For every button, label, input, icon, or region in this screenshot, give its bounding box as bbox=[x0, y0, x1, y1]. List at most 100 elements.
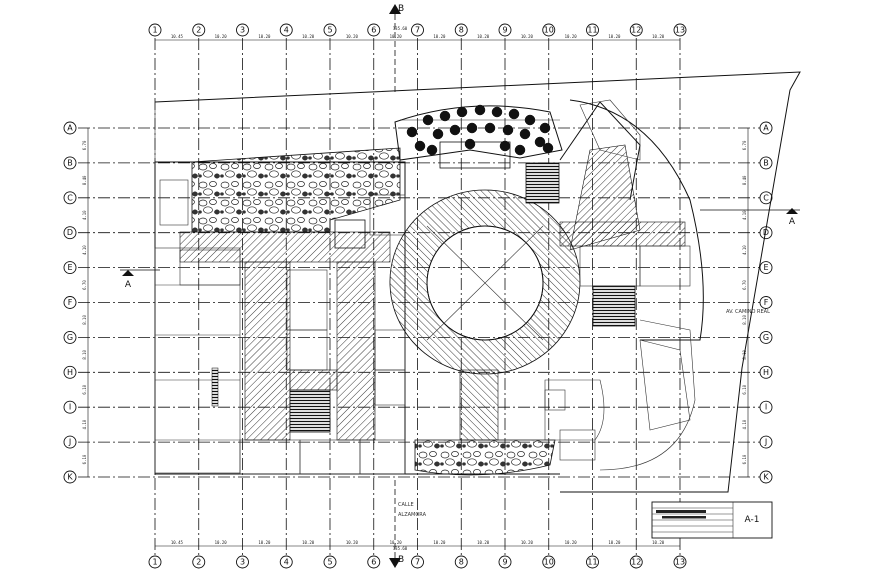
street-label-right: AV. CAMINO REAL bbox=[726, 309, 770, 315]
grid-bubble-row-F-left: F bbox=[63, 296, 77, 309]
section-b-label-bottom: B bbox=[398, 555, 404, 565]
grid-bubble-col-13-top: 13 bbox=[673, 23, 687, 37]
grid-col-label: 2 bbox=[196, 26, 201, 35]
grid-bubble-row-B-right: B bbox=[759, 156, 773, 170]
col-dimension: 10.45 bbox=[171, 540, 184, 545]
tree-symbol bbox=[449, 124, 461, 136]
tree-symbol bbox=[519, 128, 531, 140]
section-a-label-right: A bbox=[789, 217, 796, 227]
section-a-label-left: A bbox=[125, 280, 132, 290]
grid-bubble-col-8-bottom: 8 bbox=[454, 555, 468, 569]
grid-bubble-col-8-top: 8 bbox=[454, 23, 468, 37]
row-dimension: 8.10 bbox=[742, 315, 747, 325]
grid-row-label: H bbox=[763, 368, 769, 377]
grid-bubble-col-12-bottom: 12 bbox=[629, 555, 643, 569]
row-dimension: 4.10 bbox=[82, 210, 87, 220]
col-dimension: 10.20 bbox=[565, 540, 578, 545]
col-dimension: 10.20 bbox=[608, 540, 621, 545]
grid-bubble-col-2-top: 2 bbox=[192, 23, 206, 37]
grid-bubble-row-H-right: H bbox=[759, 365, 773, 379]
tree-symbol bbox=[491, 106, 503, 118]
tree-symbol bbox=[514, 144, 526, 156]
grid-col-label: 10 bbox=[544, 26, 554, 35]
col-dimension: 10.20 bbox=[346, 540, 359, 545]
grid-col-label: 8 bbox=[459, 558, 464, 567]
col-dimension: 10.20 bbox=[215, 540, 228, 545]
street-label-bottom-1: CALLE bbox=[398, 502, 414, 508]
row-dimension: 6.10 bbox=[742, 384, 747, 394]
row-dimension: 6.70 bbox=[742, 140, 747, 150]
row-dimension: 4.10 bbox=[742, 245, 747, 255]
grid-bubble-col-1-top: 1 bbox=[148, 23, 162, 37]
grid-bubble-row-A-left: A bbox=[63, 121, 77, 135]
row-dimension: 6.10 bbox=[82, 454, 87, 464]
tree-symbol bbox=[502, 124, 514, 136]
grid-bubble-col-3-bottom: 3 bbox=[236, 555, 249, 569]
grid-bubble-row-D-right: D bbox=[759, 226, 773, 240]
grid-col-label: 4 bbox=[284, 558, 289, 567]
total-dimension-top: 135.60 bbox=[393, 26, 408, 31]
grid-bubble-col-12-top: 12 bbox=[629, 23, 643, 37]
grid-row-label: J bbox=[764, 438, 767, 447]
col-dimension: 10.20 bbox=[258, 34, 271, 39]
grid-bubble-row-E-left: E bbox=[63, 261, 77, 275]
grid-row-label: C bbox=[763, 193, 769, 202]
grid-col-label: 4 bbox=[284, 26, 289, 35]
grid-bubble-col-2-bottom: 2 bbox=[192, 555, 206, 569]
grid-bubble-col-11-top: 11 bbox=[586, 23, 599, 37]
row-dimension: 4.10 bbox=[742, 210, 747, 220]
tree-symbol bbox=[539, 122, 551, 134]
grid-bubble-col-6-top: 6 bbox=[367, 23, 381, 37]
grid-row-label: C bbox=[67, 193, 73, 202]
col-dimension: 10.20 bbox=[565, 34, 578, 39]
grid-bubble-row-I-right: I bbox=[759, 400, 773, 414]
tree-symbol bbox=[406, 126, 418, 138]
tree-symbol bbox=[439, 110, 451, 122]
grid-col-label: 13 bbox=[675, 26, 685, 35]
street-label-bottom-2: ALZAMORA bbox=[398, 512, 427, 518]
grid-bubble-row-E-right: E bbox=[759, 261, 773, 275]
col-dimension: 10.20 bbox=[433, 540, 446, 545]
row-dimension: 4.10 bbox=[82, 419, 87, 429]
grid-col-label: 13 bbox=[675, 558, 685, 567]
row-dimension: 6.70 bbox=[82, 280, 87, 290]
grid-col-label: 9 bbox=[502, 558, 507, 567]
section-b-label-top: B bbox=[398, 4, 404, 14]
east-wing bbox=[544, 99, 704, 471]
col-dimension: 10.20 bbox=[215, 34, 228, 39]
grid-row-label: F bbox=[68, 298, 73, 307]
row-dimension: 8.10 bbox=[82, 315, 87, 325]
col-dimension: 10.20 bbox=[433, 34, 446, 39]
grid-bubble-col-7-bottom: 7 bbox=[411, 555, 424, 569]
tree-symbol bbox=[508, 108, 520, 120]
grid-col-label: 2 bbox=[196, 558, 201, 567]
stone-garden-north bbox=[191, 147, 401, 233]
grid-bubble-col-6-bottom: 6 bbox=[367, 555, 381, 569]
grid-row-label: B bbox=[67, 158, 73, 167]
col-dimension: 10.45 bbox=[171, 34, 184, 39]
section-marker-a-left: A bbox=[120, 269, 160, 290]
section-marker-b-top: B bbox=[389, 4, 404, 92]
grid-bubble-row-J-right: J bbox=[759, 435, 773, 449]
grid-bubble-col-4-bottom: 4 bbox=[279, 555, 293, 569]
grid-row-label: E bbox=[763, 263, 768, 272]
grid-row-label: J bbox=[68, 438, 71, 447]
grid-row-label: G bbox=[763, 333, 769, 342]
grid-col-label: 7 bbox=[415, 558, 420, 567]
col-dimension: 10.20 bbox=[477, 34, 490, 39]
col-dimension: 10.20 bbox=[652, 34, 665, 39]
row-dimension: 4.10 bbox=[82, 245, 87, 255]
tree-symbol bbox=[426, 144, 438, 156]
grid-bubble-col-5-bottom: 5 bbox=[323, 555, 337, 569]
col-dimension: 10.20 bbox=[390, 34, 403, 39]
grid-bubble-col-7-top: 7 bbox=[411, 23, 424, 37]
col-dimension: 10.20 bbox=[652, 540, 665, 545]
grid-row-label: A bbox=[763, 124, 769, 133]
grid-col-label: 3 bbox=[240, 26, 245, 35]
grid-bubble-col-4-top: 4 bbox=[279, 23, 293, 37]
tree-symbol bbox=[414, 140, 426, 152]
central-plaza-circle bbox=[426, 225, 544, 341]
grid-bubble-row-K-left: K bbox=[63, 470, 77, 484]
grid-col-label: 3 bbox=[240, 558, 245, 567]
row-dimension: 8.10 bbox=[82, 349, 87, 359]
